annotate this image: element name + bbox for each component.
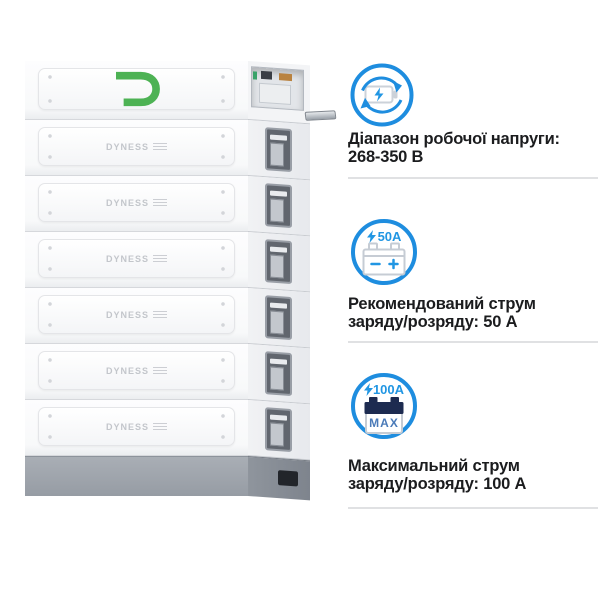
component-green xyxy=(253,71,257,80)
side-connector-box xyxy=(265,295,292,341)
icon-badge-50a: 50A xyxy=(349,229,419,244)
battery-tower-image: DYNESS DYNESS DYNESS DYNESS DYNE xyxy=(25,61,340,501)
module-side xyxy=(248,344,310,405)
feature-line: заряду/розряду: 100 А xyxy=(348,474,527,493)
lightning-icon xyxy=(363,383,373,396)
component-board xyxy=(259,82,291,106)
badge-text: 100A xyxy=(372,382,405,397)
module-front-panel: DYNESS xyxy=(38,351,235,390)
logo-fine-print xyxy=(153,423,167,430)
divider xyxy=(348,177,598,179)
module-front-panel: DYNESS xyxy=(38,183,235,222)
lightning-icon xyxy=(366,230,376,243)
battery-current-100a-max-icon: 100A MAX xyxy=(349,371,419,441)
module-front-panel: DYNESS xyxy=(38,127,235,166)
feature-text-voltage-range: Діапазон робочої напруги: 268-350 В xyxy=(348,130,600,166)
tower-front-face: DYNESS DYNESS DYNESS DYNESS DYNE xyxy=(25,61,248,496)
dyness-d-logo-icon xyxy=(115,71,160,107)
logo-fine-print xyxy=(153,199,167,206)
component-connector xyxy=(279,73,292,82)
battery-module: DYNESS xyxy=(25,232,248,288)
brand-label: DYNESS xyxy=(105,421,149,432)
feature-line: Діапазон робочої напруги: xyxy=(348,130,560,148)
brand-label: DYNESS xyxy=(105,309,149,320)
module-side xyxy=(248,176,310,237)
logo-fine-print xyxy=(153,367,167,374)
battery-current-50a-icon: 50A xyxy=(349,217,419,287)
side-connector-box xyxy=(265,183,292,229)
control-compartment xyxy=(248,61,337,125)
battery-cycle-icon xyxy=(349,62,415,128)
module-front-panel: DYNESS xyxy=(38,295,235,334)
feature-text-max-current: Максимальний струм заряду/розряду: 100 А xyxy=(348,457,600,493)
battery-module: DYNESS xyxy=(25,400,248,456)
module-side xyxy=(248,232,310,293)
module-side xyxy=(248,400,310,461)
feature-line: Рекомендований струм xyxy=(348,295,536,313)
component-breaker xyxy=(261,70,272,80)
base-port xyxy=(278,470,298,487)
feature-line: заряду/розряду: 50 А xyxy=(348,312,518,331)
wiring-compartment xyxy=(251,66,304,111)
feature-line: 268-350 В xyxy=(348,147,424,166)
tower-side-face xyxy=(248,61,337,501)
module-side xyxy=(248,288,310,349)
brand-label: DYNESS xyxy=(105,253,149,264)
module-front-panel xyxy=(38,68,235,110)
divider xyxy=(348,341,598,343)
max-label: MAX xyxy=(369,416,399,430)
battery-module: DYNESS xyxy=(25,344,248,400)
tower-base-side xyxy=(248,456,310,501)
side-connector-box xyxy=(265,239,292,285)
module-front-panel: DYNESS xyxy=(38,239,235,278)
divider xyxy=(348,507,598,509)
icon-badge-100a: 100A xyxy=(349,382,419,397)
logo-fine-print xyxy=(153,255,167,262)
brand-label: DYNESS xyxy=(105,365,149,376)
battery-module: DYNESS xyxy=(25,120,248,176)
logo-fine-print xyxy=(153,143,167,150)
brand-label: DYNESS xyxy=(105,141,149,152)
brand-label: DYNESS xyxy=(105,197,149,208)
battery-module: DYNESS xyxy=(25,288,248,344)
pull-handle xyxy=(304,110,337,121)
battery-module-top xyxy=(25,61,248,120)
feature-line: Максимальний струм xyxy=(348,457,520,475)
battery-module: DYNESS xyxy=(25,176,248,232)
side-connector-box xyxy=(265,351,292,397)
badge-text: 50A xyxy=(377,229,402,244)
tower-base xyxy=(25,456,248,496)
module-front-panel: DYNESS xyxy=(38,407,235,446)
side-connector-box xyxy=(265,127,292,173)
feature-text-recommended-current: Рекомендований струм заряду/розряду: 50 … xyxy=(348,295,600,331)
logo-fine-print xyxy=(153,311,167,318)
module-side xyxy=(248,120,310,181)
side-connector-box xyxy=(265,407,292,453)
